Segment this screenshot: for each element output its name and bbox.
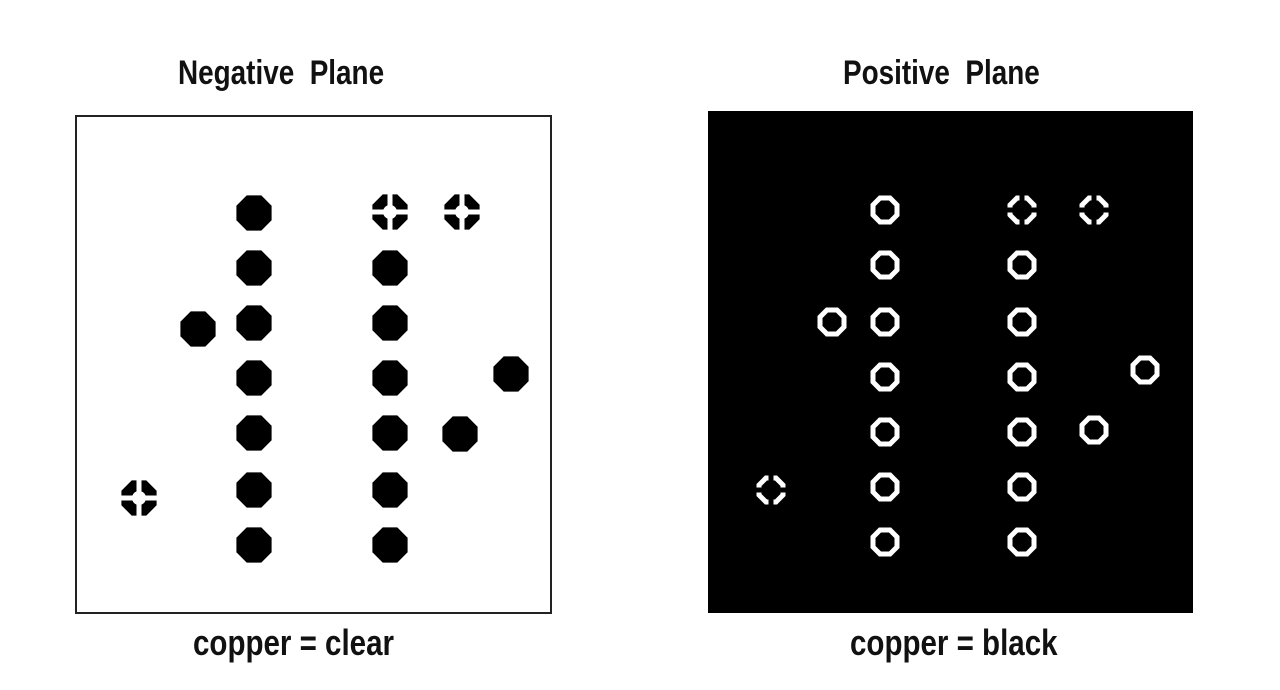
- clearance-ring: [870, 195, 900, 225]
- clearance-pad: [236, 195, 272, 231]
- clearance-ring: [1007, 472, 1037, 502]
- clearance-pad: [372, 527, 408, 563]
- thermal-relief-pad: [441, 191, 483, 233]
- positive-plane-caption: copper = black: [850, 622, 1058, 663]
- clearance-ring: [870, 527, 900, 557]
- clearance-pad: [493, 356, 529, 392]
- thermal-relief-pad: [118, 477, 160, 519]
- clearance-ring: [870, 250, 900, 280]
- clearance-pad: [236, 250, 272, 286]
- clearance-ring: [1007, 417, 1037, 447]
- clearance-pad: [372, 360, 408, 396]
- clearance-pad: [236, 360, 272, 396]
- clearance-pad: [372, 250, 408, 286]
- clearance-pad: [180, 311, 216, 347]
- thermal-relief-ring: [754, 473, 788, 507]
- thermal-relief-pad: [369, 191, 411, 233]
- clearance-ring: [1007, 307, 1037, 337]
- clearance-ring: [1130, 355, 1160, 385]
- positive-plane-panel: [708, 111, 1193, 613]
- clearance-pad: [236, 305, 272, 341]
- negative-plane-caption: copper = clear: [193, 622, 395, 663]
- clearance-ring: [870, 362, 900, 392]
- negative-plane-title: Negative Plane: [178, 54, 385, 92]
- clearance-pad: [372, 415, 408, 451]
- positive-plane-title: Positive Plane: [843, 54, 1040, 92]
- clearance-ring: [870, 472, 900, 502]
- clearance-ring: [1007, 527, 1037, 557]
- clearance-pad: [236, 472, 272, 508]
- clearance-ring: [1007, 250, 1037, 280]
- clearance-pad: [442, 416, 478, 452]
- clearance-ring: [870, 417, 900, 447]
- clearance-ring: [1079, 415, 1109, 445]
- clearance-ring: [1007, 362, 1037, 392]
- clearance-ring: [870, 307, 900, 337]
- clearance-pad: [372, 472, 408, 508]
- clearance-ring: [817, 307, 847, 337]
- negative-plane-panel: [75, 115, 552, 614]
- clearance-pad: [236, 415, 272, 451]
- thermal-relief-ring: [1077, 193, 1111, 227]
- clearance-pad: [236, 527, 272, 563]
- clearance-pad: [372, 305, 408, 341]
- thermal-relief-ring: [1005, 193, 1039, 227]
